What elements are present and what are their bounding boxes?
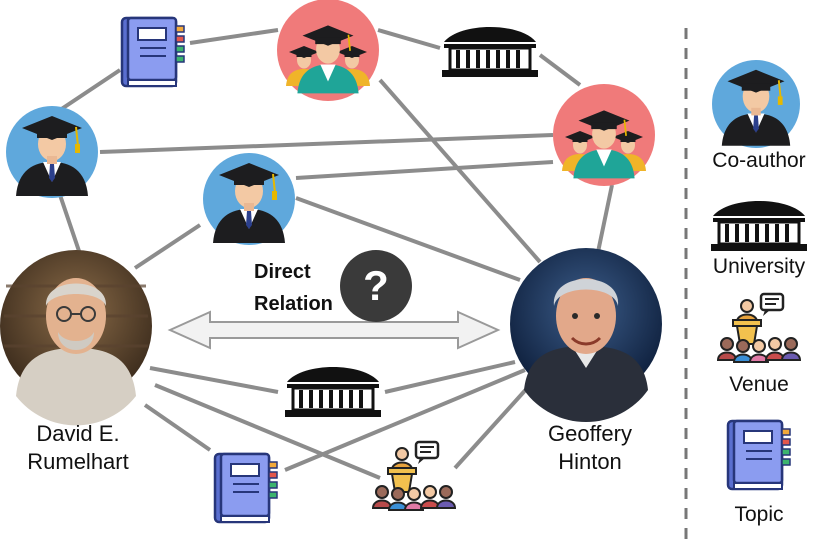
person-name-left: David E. Rumelhart <box>0 420 163 476</box>
question-icon <box>340 250 412 322</box>
name-line-1: Geoffery <box>548 421 632 446</box>
legend-label-topic: Topic <box>734 503 784 526</box>
edge <box>538 53 582 87</box>
edge <box>58 194 82 255</box>
person-name-right: Geoffery Hinton <box>505 420 675 476</box>
coauthor-node-center <box>203 153 295 245</box>
coauthor-node-left <box>6 106 98 198</box>
legend-university <box>709 199 809 253</box>
portrait-hinton <box>510 248 662 423</box>
edge <box>99 133 554 154</box>
edge <box>149 366 279 394</box>
relation-line-2: Relation <box>254 293 333 315</box>
coauthor-group-node-top <box>277 0 379 101</box>
portrait-rumelhart <box>0 250 152 426</box>
legend-coauthor <box>712 60 800 148</box>
edge <box>58 68 122 112</box>
edge <box>295 196 521 282</box>
direct-relation-arrow <box>167 310 501 350</box>
venue-node <box>371 440 457 512</box>
topic-book-icon <box>726 419 792 491</box>
name-line-2: Hinton <box>558 449 622 474</box>
edge <box>133 223 202 270</box>
direct-relation-label: Direct Relation <box>254 256 333 320</box>
legend-venue <box>716 292 802 364</box>
university-icon <box>440 25 540 79</box>
university-node-bottom <box>283 365 383 419</box>
legend-label-coauthor: Co-author <box>712 149 806 172</box>
coauthor-group-node-right <box>553 84 655 186</box>
legend-label-university: University <box>712 255 806 278</box>
name-line-1: David E. <box>36 421 120 446</box>
edge <box>284 368 526 472</box>
university-node-top <box>440 25 540 79</box>
edge <box>154 383 381 480</box>
legend-label-venue: Venue <box>729 373 789 396</box>
legend-topic <box>726 419 792 491</box>
university-icon <box>283 365 383 419</box>
topic-node-bottom <box>213 452 279 524</box>
edge <box>295 160 554 180</box>
venue-icon <box>716 292 802 364</box>
edge <box>143 403 212 452</box>
relation-line-1: Direct <box>254 261 311 283</box>
edges <box>58 28 614 480</box>
name-line-2: Rumelhart <box>27 449 129 474</box>
edge <box>453 383 532 470</box>
topic-book-icon <box>120 16 186 88</box>
topic-book-icon <box>213 452 279 524</box>
edge <box>596 184 614 253</box>
venue-icon <box>371 440 457 512</box>
university-icon <box>709 199 809 253</box>
edge <box>378 78 542 264</box>
edge <box>189 28 279 45</box>
edge <box>377 28 441 50</box>
edge <box>384 360 516 394</box>
topic-node-top <box>120 16 186 88</box>
question-symbol: ? <box>363 262 389 309</box>
